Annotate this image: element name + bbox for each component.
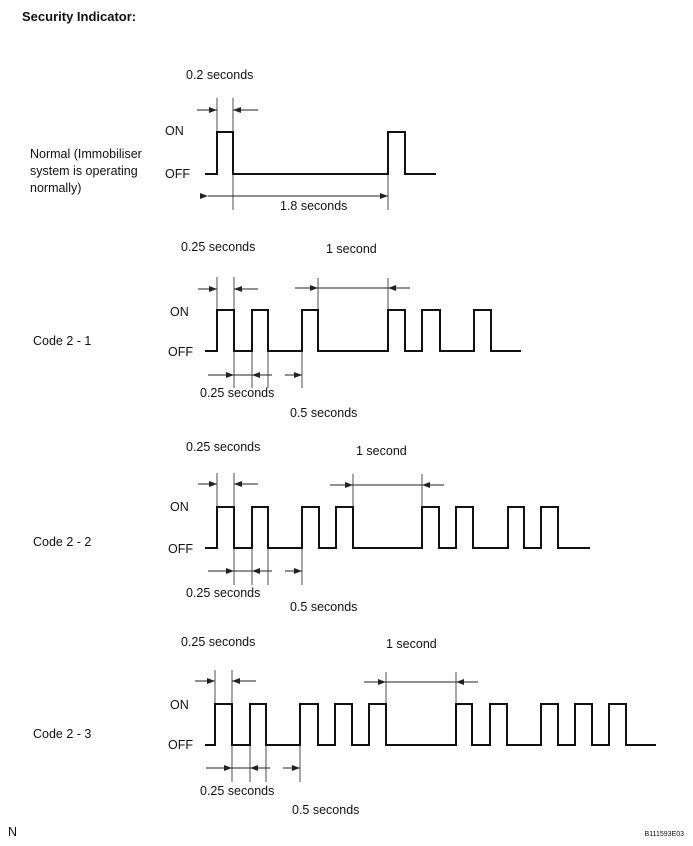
code-2-2-interval-label: 1 second (356, 444, 407, 458)
code-2-1-section: Code 2 - 1 ON OFF 0.25 seconds 1 second … (33, 240, 521, 420)
normal-label-line-3: normally) (30, 181, 81, 195)
code-2-1-label: Code 2 - 1 (33, 334, 91, 348)
code-2-1-waveform (205, 309, 521, 352)
normal-label-line-2: system is operating (30, 164, 138, 178)
figure-id: B111593E03 (645, 831, 685, 838)
code-2-2-gap-label: 0.25 seconds (186, 586, 260, 600)
code-2-1-on-label: ON (170, 305, 189, 319)
code-2-2-on-label: ON (170, 500, 189, 514)
code-2-3-on-label: ON (170, 698, 189, 712)
code-2-1-pause-label: 0.5 seconds (290, 406, 357, 420)
code-2-2-section: Code 2 - 2 ON OFF 0.25 seconds 1 second … (33, 440, 590, 614)
footer-left-mark: N (8, 825, 17, 839)
code-2-2-pulse-label: 0.25 seconds (186, 440, 260, 454)
code-2-2-label: Code 2 - 2 (33, 535, 91, 549)
normal-interval-label: 1.8 seconds (280, 199, 347, 213)
code-2-3-section: Code 2 - 3 ON OFF 0.25 seconds 1 second … (33, 635, 656, 817)
code-2-3-off-label: OFF (168, 738, 193, 752)
code-2-3-label: Code 2 - 3 (33, 727, 91, 741)
normal-section: Normal (Immobiliser system is operating … (30, 68, 436, 213)
normal-off-label: OFF (165, 167, 190, 181)
code-2-1-interval-label: 1 second (326, 242, 377, 256)
code-2-1-pulse-label: 0.25 seconds (181, 240, 255, 254)
normal-waveform (205, 131, 436, 175)
normal-on-label: ON (165, 124, 184, 138)
normal-pulse-label: 0.2 seconds (186, 68, 253, 82)
code-2-1-gap-label: 0.25 seconds (200, 386, 274, 400)
code-2-3-pulse-label: 0.25 seconds (181, 635, 255, 649)
code-2-2-pause-label: 0.5 seconds (290, 600, 357, 614)
code-2-2-waveform (205, 506, 590, 549)
code-2-3-waveform (205, 703, 656, 746)
code-2-3-pause-label: 0.5 seconds (292, 803, 359, 817)
page-title: Security Indicator: (22, 9, 136, 24)
normal-label-line-1: Normal (Immobiliser (30, 147, 142, 161)
code-2-3-gap-label: 0.25 seconds (200, 784, 274, 798)
code-2-3-interval-label: 1 second (386, 637, 437, 651)
code-2-1-off-label: OFF (168, 345, 193, 359)
code-2-2-off-label: OFF (168, 542, 193, 556)
